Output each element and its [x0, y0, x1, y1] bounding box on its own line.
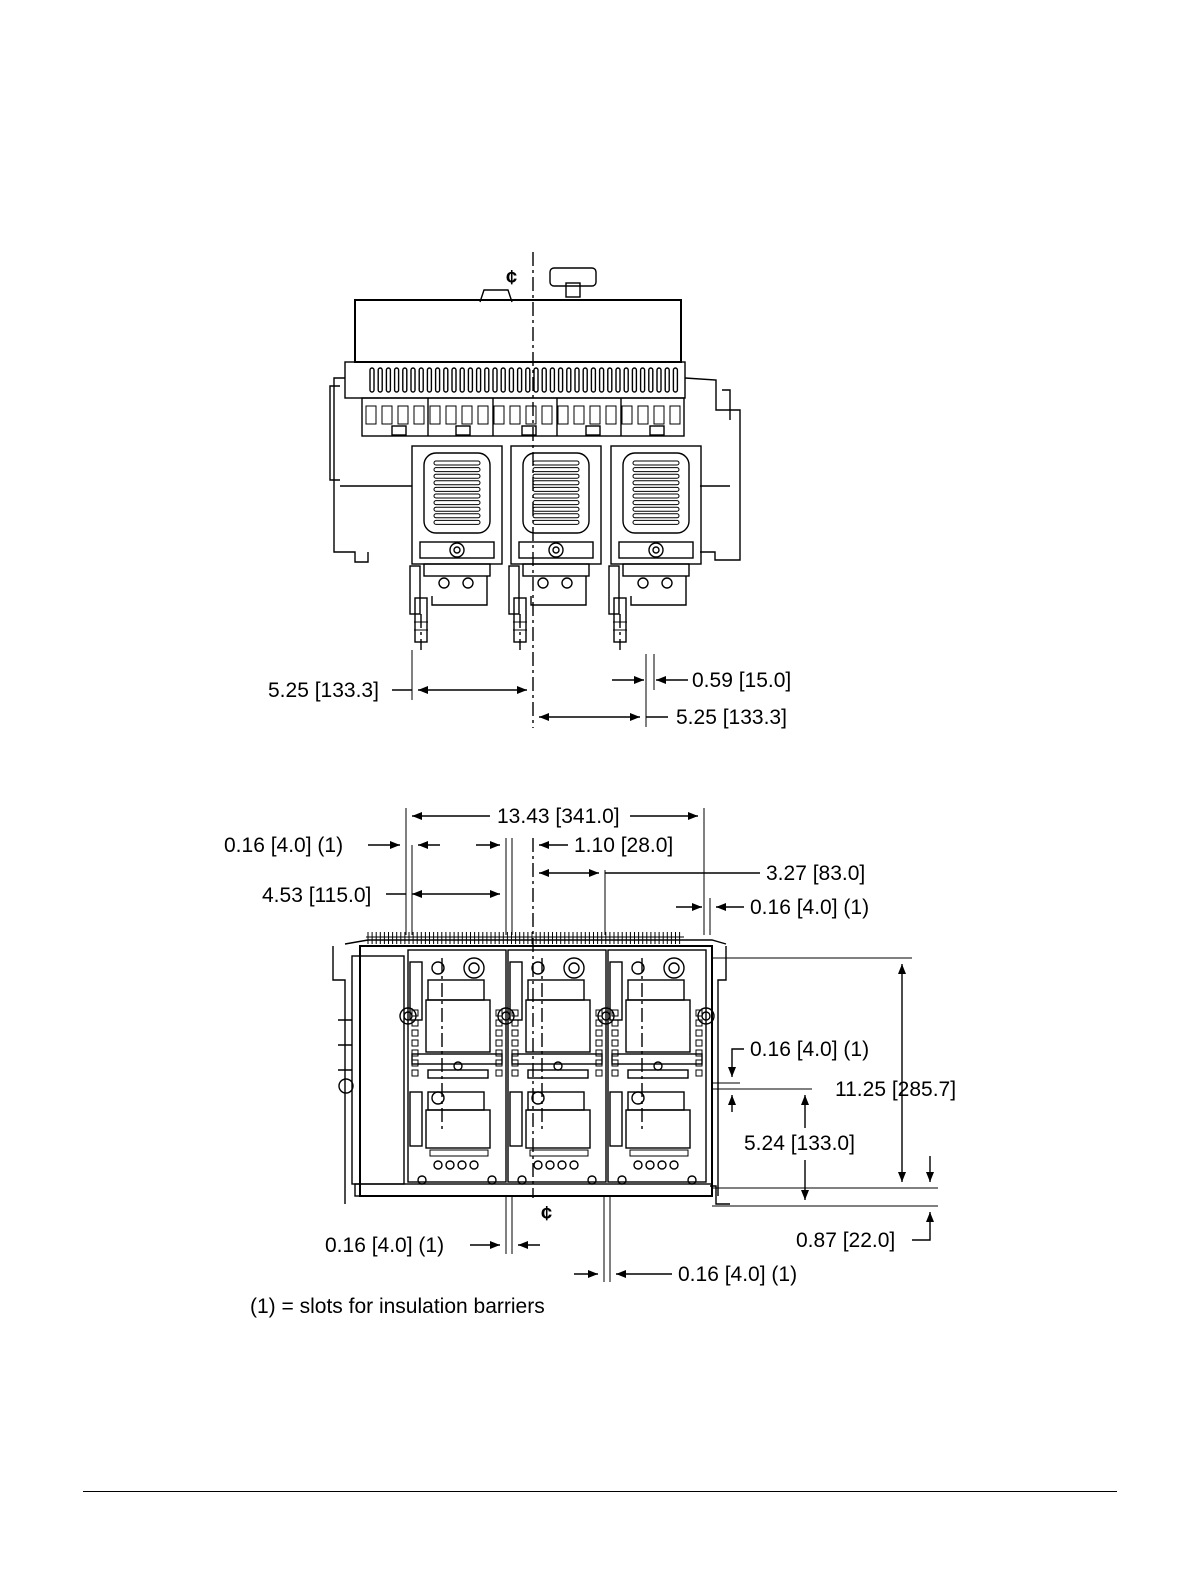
dim-top-right-pitch: 5.25 [133.3] [676, 706, 787, 729]
dim-overall-width: 13.43 [341.0] [497, 805, 620, 828]
dim-pole-offset: 3.27 [83.0] [766, 862, 865, 885]
dim-slot-top-left: 0.16 [4.0] (1) [224, 834, 343, 857]
top-centerline-symbol: ¢ [506, 267, 517, 289]
dim-slot-top-right: 0.16 [4.0] (1) [750, 896, 869, 919]
dim-top-terminal-width: 0.59 [15.0] [692, 669, 791, 692]
pole-modules [410, 446, 701, 650]
dim-top-left-pitch: 5.25 [133.3] [268, 679, 379, 702]
dim-mid-height: 5.24 [133.0] [744, 1132, 855, 1155]
footnote: (1) = slots for insulation barriers [250, 1295, 545, 1318]
dim-slot-mid-right: 0.16 [4.0] (1) [750, 1038, 869, 1061]
dim-center-offset: 1.10 [28.0] [574, 834, 673, 857]
footer-rule [83, 1491, 1117, 1492]
terminal-strip [362, 398, 684, 436]
vent-slots-row [370, 368, 677, 392]
dim-slot-bottom-left: 0.16 [4.0] (1) [325, 1234, 444, 1257]
top-vent-comb [366, 932, 684, 944]
top-view-drawing: ¢ [330, 252, 740, 728]
operating-handle [480, 268, 596, 302]
dim-slot-bottom-right: 0.16 [4.0] (1) [678, 1263, 797, 1286]
front-pole-columns [400, 950, 714, 1184]
dim-bottom-offset: 0.87 [22.0] [796, 1229, 895, 1252]
top-view-dimensions: 5.25 [133.3] 0.59 [15.0] 5.25 [133.3] [268, 650, 791, 729]
dim-left-width: 4.53 [115.0] [262, 884, 371, 907]
dim-overall-height: 11.25 [285.7] [835, 1078, 956, 1101]
breaker-upper-housing [345, 300, 685, 398]
front-view-drawing: ¢ [333, 808, 730, 1225]
front-centerline-symbol: ¢ [541, 1203, 552, 1225]
